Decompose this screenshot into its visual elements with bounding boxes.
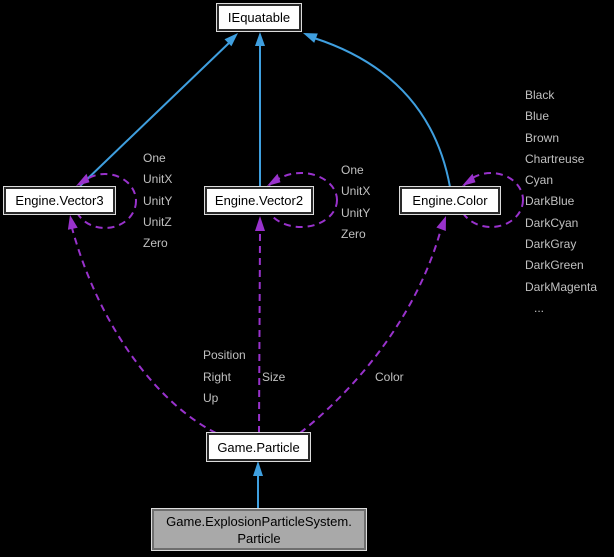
node-explosion-label-line1: Game.ExplosionParticleSystem. (166, 513, 352, 529)
member-label: Chartreuse (525, 151, 585, 166)
arrowhead-particle-to-vector3 (67, 215, 78, 230)
edge-color-to-iequatable (313, 37, 451, 188)
node-game-explosionparticlesystem-particle[interactable]: Game.ExplosionParticleSystem. Particle (152, 509, 366, 550)
node-explosion-label-line2: Particle (237, 530, 281, 546)
vector2-member-labels: One UnitX UnitY Zero (341, 160, 370, 245)
node-iequatable-label: IEquatable (227, 10, 291, 25)
arrowhead-loop-vector3 (76, 173, 90, 186)
edge-particle-position-to-vector3 (71, 227, 217, 434)
node-iequatable[interactable]: IEquatable (217, 4, 301, 31)
edge-label-position: Position (203, 348, 246, 362)
node-engine-color[interactable]: Engine.Color (400, 187, 500, 214)
edge-label-right: Right (203, 370, 232, 384)
edge-particle-color-to-color (299, 228, 442, 434)
member-label: Blue (525, 109, 550, 124)
member-label: UnitX (341, 184, 371, 199)
node-engine-color-label: Engine.Color (412, 193, 488, 208)
member-label: Cyan (525, 173, 554, 188)
arrowhead-explosionparticle-to-particle (253, 461, 263, 476)
node-game-particle[interactable]: Game.Particle (207, 433, 310, 461)
member-label: DarkCyan (525, 215, 579, 230)
member-ellipsis-label: ... (534, 300, 545, 315)
member-label: UnitX (143, 172, 173, 187)
edge-label-color: Color (375, 370, 404, 384)
member-label: Brown (525, 130, 560, 145)
member-label: DarkBlue (525, 194, 575, 209)
member-label: Zero (341, 226, 366, 241)
member-label: Black (525, 88, 555, 102)
node-game-particle-label: Game.Particle (217, 439, 300, 455)
edge-label-up: Up (203, 391, 219, 405)
edge-particle-size-to-vector2 (258, 230, 261, 434)
node-engine-vector3[interactable]: Engine.Vector3 (4, 187, 115, 214)
member-label: UnitY (341, 205, 371, 220)
loop-color-self (458, 172, 524, 228)
node-engine-vector2[interactable]: Engine.Vector2 (205, 187, 313, 214)
edge-label-size: Size (262, 370, 286, 384)
arrowhead-vector3-to-iequatable (224, 33, 238, 47)
member-label: DarkMagenta (525, 279, 598, 294)
arrowhead-color-to-iequatable (303, 33, 318, 43)
member-label: DarkGray (525, 237, 577, 252)
member-label: UnitZ (143, 214, 172, 229)
arrowhead-particle-to-color (436, 216, 446, 231)
arrowhead-particle-to-vector2 (255, 216, 265, 231)
edge-vector3-to-iequatable (79, 41, 231, 187)
member-label: One (143, 151, 166, 165)
arrowhead-loop-vector2 (267, 173, 281, 186)
member-label: UnitY (143, 193, 173, 208)
node-engine-vector2-label: Engine.Vector2 (214, 193, 304, 208)
member-label: One (341, 163, 364, 177)
member-label: Zero (143, 236, 168, 251)
arrowhead-vector2-to-iequatable (255, 32, 265, 46)
color-member-labels: Black Blue Brown Chartreuse Cyan DarkBlu… (525, 85, 597, 319)
vector3-member-labels: One UnitX UnitY UnitZ Zero (143, 148, 172, 254)
arrowhead-loop-color (462, 173, 476, 186)
node-engine-vector3-label: Engine.Vector3 (15, 193, 104, 208)
member-label: DarkGreen (525, 258, 584, 273)
